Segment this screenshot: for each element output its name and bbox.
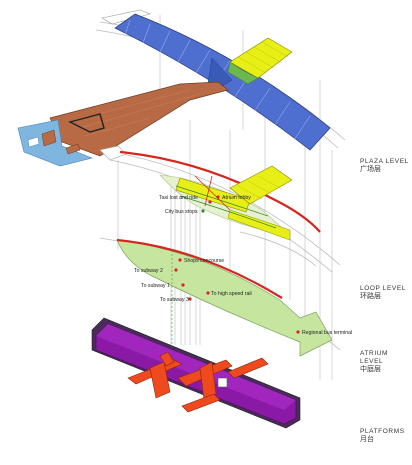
level-label-loop-zh: 环路层 [360,293,381,300]
level-label-atrium: ATRIUM LEVEL 中庭层 [360,350,412,374]
shops-band [116,238,283,299]
label-subway1: To subway 1 [141,283,170,289]
level-label-plaza-en: PLAZA LEVEL [360,158,409,165]
label-city-bus: City bus stops [165,209,198,215]
level-label-platforms: PLATFORMS 月台 [360,428,405,444]
label-subway3: To subway 3 [160,297,189,303]
label-shops: Shops concourse [184,258,224,264]
canopy-mullions [124,19,311,141]
level-label-platforms-zh: 月台 [360,436,374,443]
platform-connectors [127,351,269,413]
wood-boardwalk [49,81,229,157]
atrium-concourse [116,239,333,357]
label-high-speed: To high speed rail [211,291,252,297]
plaza-level [17,9,346,167]
level-label-atrium-en: ATRIUM LEVEL [360,350,389,365]
label-taxi: Taxi lost and ride [159,195,198,201]
level-label-loop-en: LOOP LEVEL [360,285,406,292]
label-subway2: To subway 2 [134,268,163,274]
level-label-plaza-zh: 广场层 [360,166,381,173]
level-label-platforms-en: PLATFORMS [360,428,405,435]
atrium-level: Shops concourse To subway 2 To subway 1 … [99,237,352,357]
level-label-plaza: PLAZA LEVEL 广场层 [360,158,409,174]
platforms-level [91,317,301,429]
loop-yellow-platform [175,177,251,213]
label-regional-bus: Regional bus terminal [302,330,352,336]
label-atrium-lobby: Atrium lobby [222,195,251,201]
water-pool [17,119,93,167]
level-label-loop: LOOP LEVEL 环路层 [360,285,406,301]
loop-level: Taxi lost and ride Atrium lobby City bus… [99,145,341,273]
plaza-yellow-deck [229,37,293,79]
level-label-atrium-zh: 中庭层 [360,366,381,373]
